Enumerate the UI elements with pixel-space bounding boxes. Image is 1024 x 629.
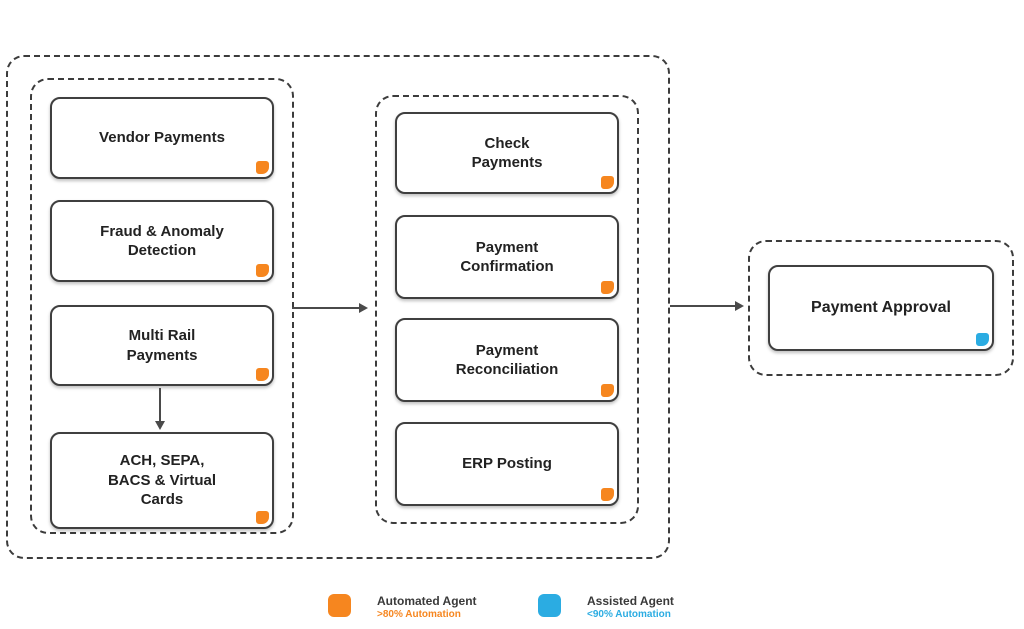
left-dashed-group (30, 78, 294, 534)
automated-agent-tag (601, 384, 614, 397)
flow-box-payment-reconciliation: Payment Reconciliation (395, 318, 619, 402)
legend-subtitle: >80% Automation (377, 609, 461, 621)
arrow-left-to-middle (292, 303, 368, 313)
automated-agent-tag (601, 281, 614, 294)
box-label: Fraud & Anomaly Detection (100, 222, 224, 260)
box-label: ACH, SEPA, BACS & Virtual Cards (107, 452, 217, 509)
legend-item-assisted-agent: Assisted Agent <90% Automation (538, 594, 674, 622)
flow-box-erp-posting: ERP Posting (395, 422, 619, 506)
legend-item-automated-agent: Automated Agent >80% Automation (328, 594, 477, 622)
arrow-middle-to-right (670, 301, 744, 311)
box-label: Vendor Payments (99, 129, 225, 147)
automated-agent-swatch (328, 594, 351, 617)
flow-box-multi-rail-payments: Multi Rail Payments (50, 305, 274, 386)
right-dashed-group (748, 240, 1014, 376)
box-label: Multi Rail Payments (126, 327, 198, 364)
middle-dashed-group (375, 95, 639, 524)
automated-agent-tag (601, 176, 614, 189)
automated-agent-tag (256, 511, 269, 524)
flow-box-payment-approval: Payment Approval (768, 265, 994, 351)
arrow-down-multirail-to-ach (155, 388, 165, 430)
flow-box-fraud-anomaly-detection: Fraud & Anomaly Detection (50, 200, 274, 282)
flow-box-vendor-payments: Vendor Payments (50, 97, 274, 179)
legend-title: Assisted Agent (587, 594, 674, 608)
box-label: Payment Approval (811, 298, 951, 316)
box-label: Check Payments (471, 134, 543, 172)
box-label: Payment Reconciliation (455, 341, 559, 379)
legend-title: Automated Agent (377, 594, 477, 608)
automated-agent-tag (256, 161, 269, 174)
automated-agent-tag (601, 488, 614, 501)
assisted-agent-swatch (538, 594, 561, 617)
flow-box-check-payments: Check Payments (395, 112, 619, 194)
box-label: ERP Posting (462, 455, 552, 473)
flow-box-ach-sepa-bacs-virtual-cards: ACH, SEPA, BACS & Virtual Cards (50, 432, 274, 529)
flow-box-payment-confirmation: Payment Confirmation (395, 215, 619, 299)
box-label: Payment Confirmation (460, 238, 554, 276)
legend-subtitle: <90% Automation (587, 609, 671, 621)
automated-agent-tag (256, 264, 269, 277)
automated-agent-tag (256, 368, 269, 381)
outer-dashed-group (6, 55, 670, 559)
assisted-agent-tag (976, 333, 989, 346)
